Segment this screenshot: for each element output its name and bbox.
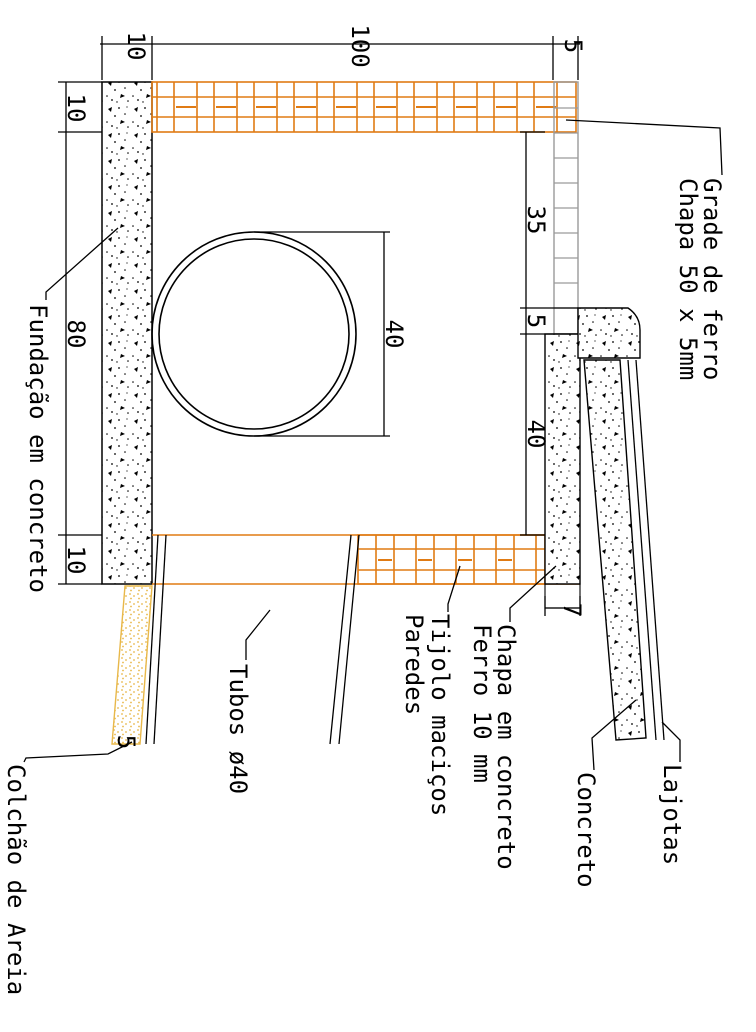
dim-7: 7 xyxy=(558,603,586,617)
label-chapa-line1: Chapa em concreto xyxy=(492,624,520,870)
label-concreto: Concreto xyxy=(572,772,600,888)
dimension-lines xyxy=(58,36,581,616)
label-tubos: Tubos ø40 xyxy=(224,664,252,794)
dim-100: 100 xyxy=(346,24,374,67)
pipe-circle xyxy=(151,231,357,437)
concrete-cap xyxy=(577,307,641,359)
lajotas-lines xyxy=(627,359,665,741)
sloped-concrete-strip xyxy=(583,359,647,741)
dim-10-top: 10 xyxy=(122,32,150,61)
label-grade-line1: Grade de ferro xyxy=(698,178,726,380)
dim-80: 80 xyxy=(62,320,90,349)
foundation-concrete-slab xyxy=(101,81,153,585)
label-lajotas: Lajotas xyxy=(658,764,686,865)
label-colchao: Colchão de Areia xyxy=(2,764,30,995)
leader-lines xyxy=(23,119,723,771)
dim-10-left-upper: 10 xyxy=(62,94,90,123)
label-fundacao: Fundação em concreto xyxy=(24,304,52,593)
dim-35: 35 xyxy=(522,206,550,235)
dim-40-pipe: 40 xyxy=(380,320,408,349)
pipe-outlet-lines xyxy=(145,534,360,745)
dim-5-top: 5 xyxy=(559,39,587,53)
concrete-plate xyxy=(544,333,581,585)
label-grade-line2: Chapa 50 x 5mm xyxy=(674,178,702,380)
label-chapa-line2: Ferro 10 mm xyxy=(468,624,496,783)
dim-5-bottom: 5 xyxy=(112,735,140,749)
label-tijolo-line1: Tijolo maciços xyxy=(426,614,454,816)
dim-10-left-lower: 10 xyxy=(62,546,90,575)
top-brick-wall xyxy=(151,81,577,133)
label-tijolo-line2: Paredes xyxy=(400,614,428,715)
bottom-brick-wall xyxy=(152,534,580,585)
dim-5-mid: 5 xyxy=(522,314,550,328)
sand-cushion xyxy=(111,585,153,745)
dim-40-right: 40 xyxy=(522,420,550,449)
